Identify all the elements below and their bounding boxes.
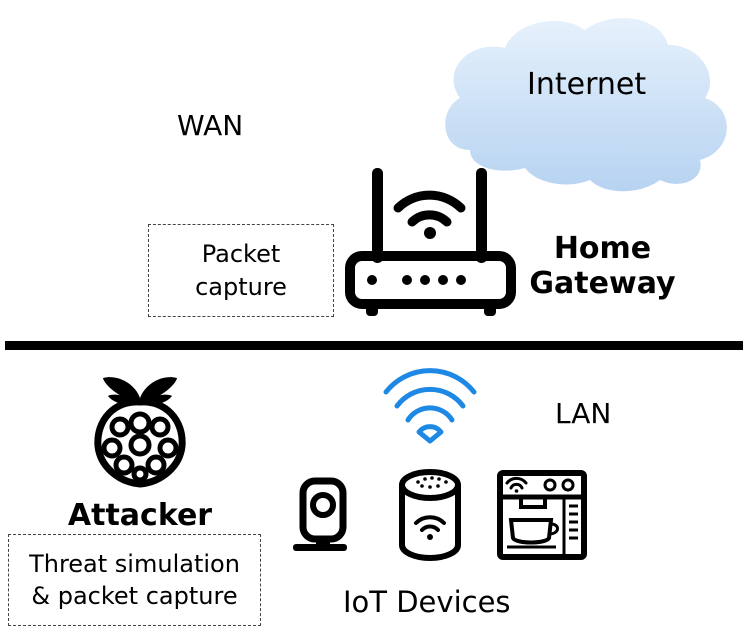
lan-label: LAN — [555, 397, 612, 430]
attacker-label: Attacker — [67, 498, 213, 533]
wan-lan-divider — [5, 341, 743, 350]
packet-capture-box: Packet capture — [148, 224, 334, 317]
home-gateway-line1: Home — [553, 231, 652, 266]
threat-simulation-box: Threat simulation & packet capture — [8, 534, 261, 626]
threat-simulation-line2: & packet capture — [31, 582, 238, 610]
home-gateway-line2: Gateway — [529, 265, 676, 301]
threat-simulation-line1: Threat simulation — [29, 549, 240, 578]
packet-capture-line1: Packet — [201, 240, 281, 269]
iot-devices-label: IoT Devices — [343, 585, 511, 619]
wan-label: WAN — [177, 109, 244, 142]
home-gateway-label: Home Gateway — [515, 231, 690, 301]
internet-label: Internet — [527, 67, 647, 102]
packet-capture-line2: capture — [195, 272, 287, 301]
